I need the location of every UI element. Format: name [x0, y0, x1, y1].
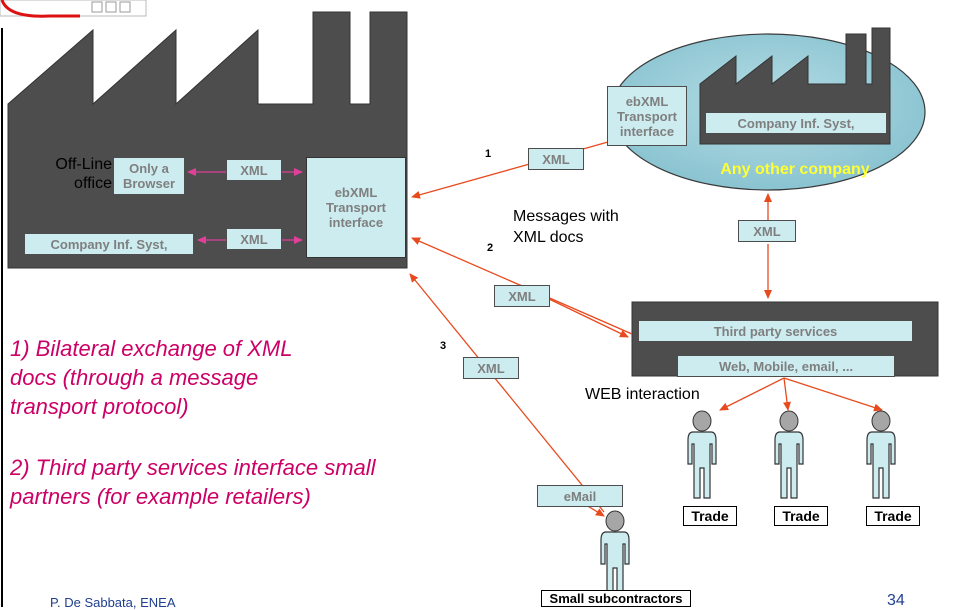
footer-author: P. De Sabbata, ENEA: [50, 595, 176, 610]
ebxml-transport-main-label: ebXML Transport interface: [326, 185, 386, 230]
ebxml-transport-main: ebXML Transport interface: [306, 157, 406, 258]
person-icon-trade-1: [687, 410, 717, 499]
xml-label-bottom: XML: [226, 228, 282, 250]
web-arrow-1: [719, 377, 785, 411]
xml-label-link-1: XML: [528, 148, 584, 170]
link-number-2: 2: [487, 242, 494, 254]
channels-box: Web, Mobile, email, ...: [677, 355, 895, 377]
note-third-party: 2) Third party services interface small …: [10, 455, 376, 509]
xml-label-link-2: XML: [494, 285, 550, 307]
logo-fragment: [0, 0, 147, 18]
small-subcontractors-label: Small subcontractors: [541, 590, 691, 607]
ebxml-transport-other: ebXML Transport interface: [607, 86, 687, 146]
link-number-3: 3: [440, 340, 447, 352]
web-arrow-2: [783, 377, 791, 411]
xml-label-vertical: XML: [738, 220, 796, 242]
other-company-inf-syst-box: Company Inf. Syst,: [705, 112, 887, 134]
xml-label-top: XML: [226, 159, 282, 181]
person-icon-trade-2: [774, 410, 804, 499]
link-3-arrow: [409, 273, 605, 513]
trade-label-3: Trade: [866, 506, 920, 526]
trade-label-1: Trade: [683, 506, 737, 526]
link-number-1: 1: [485, 148, 492, 160]
third-party-services-box: Third party services: [638, 320, 913, 342]
messages-label: Messages with XML docs: [513, 208, 619, 246]
person-icon-trade-3: [866, 410, 896, 499]
trade-label-2: Trade: [774, 506, 828, 526]
offline-office-label: Off-Line office: [55, 156, 112, 192]
web-interaction-label: WEB interaction: [585, 386, 700, 403]
page-number: 34: [887, 592, 905, 609]
person-icon-subcontractor: [600, 510, 630, 593]
note-bilateral-exchange: 1) Bilateral exchange of XML docs (throu…: [10, 336, 293, 419]
any-other-company-label: Any other company: [720, 161, 870, 178]
only-browser-box: Only a Browser: [113, 157, 185, 195]
web-arrow-3: [783, 377, 883, 412]
email-label: eMail: [537, 485, 623, 507]
company-inf-syst-box: Company Inf. Syst,: [24, 233, 194, 255]
xml-label-link-3: XML: [463, 357, 519, 379]
